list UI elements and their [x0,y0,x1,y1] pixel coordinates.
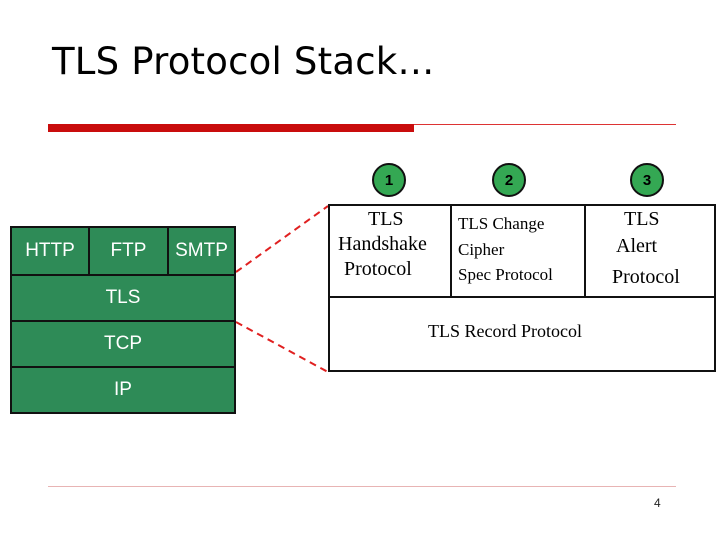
footer-rule [48,486,676,487]
record-label: TLS Record Protocol [428,321,582,341]
alert-label-line2: Alert [616,235,658,257]
connector-line-top [235,205,329,273]
title-underline [48,124,414,132]
alert-label-line3: Protocol [612,266,680,288]
alert-label-line1: TLS [624,208,660,230]
http-cell: HTTP [25,240,75,261]
record-box [328,296,716,372]
tls-layer: TLS [10,274,236,322]
ip-layer: IP [10,366,236,414]
smtp-cell: SMTP [167,228,234,274]
connector-line-bottom [235,321,329,373]
badge-2: 2 [492,163,526,197]
application-layer: HTTP FTP SMTP [10,226,236,276]
badge-3: 3 [630,163,664,197]
handshake-label-line3: Protocol [344,258,412,280]
slide-title: TLS Protocol Stack… [52,40,435,83]
change-cipher-label-line1: TLS Change [458,214,545,233]
change-cipher-label-line2: Cipher [458,240,505,259]
change-cipher-label-line3: Spec Protocol [458,265,553,284]
handshake-label-line1: TLS [368,208,404,230]
page-number: 4 [654,496,661,510]
title-underline-thin [414,124,676,125]
ftp-cell: FTP [88,228,167,274]
handshake-label-line2: Handshake [338,233,427,255]
tcp-layer: TCP [10,320,236,368]
badge-1: 1 [372,163,406,197]
